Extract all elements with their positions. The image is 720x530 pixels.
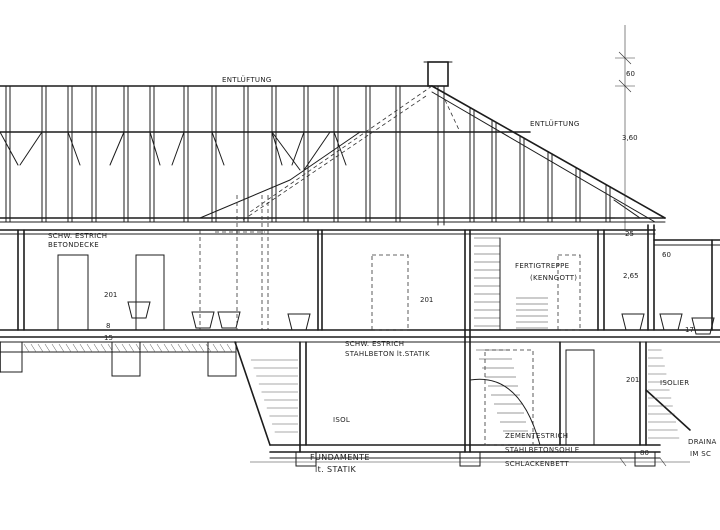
truss-brace bbox=[67, 131, 81, 166]
earth-hatch-stroke bbox=[86, 343, 93, 353]
earth-hatch-stroke bbox=[198, 343, 205, 353]
dim-265: 2,65 bbox=[623, 272, 639, 280]
drainage-label: DRAINA bbox=[688, 438, 717, 446]
earth-hatch-stroke bbox=[44, 343, 51, 353]
dim-201-left: 201 bbox=[104, 291, 117, 299]
earth-hatch-stroke bbox=[100, 343, 107, 353]
earth-hatch-stroke bbox=[121, 343, 128, 353]
earth-hatch-stroke bbox=[212, 343, 219, 353]
stair-curve bbox=[469, 378, 541, 446]
truss-brace bbox=[19, 131, 43, 166]
truss-brace bbox=[271, 131, 283, 166]
statik-label: lt. STATIK bbox=[315, 465, 356, 474]
earth-hatch-stroke bbox=[135, 343, 142, 353]
earth-hatch-stroke bbox=[191, 343, 198, 353]
earth-hatch-stroke bbox=[128, 343, 135, 353]
earth-hatch-stroke bbox=[65, 343, 72, 353]
radiator bbox=[217, 311, 241, 329]
earth-hatch-stroke bbox=[163, 343, 170, 353]
truss-brace bbox=[303, 131, 331, 171]
dim-60-right: 60 bbox=[662, 251, 671, 259]
dim-8: 8 bbox=[106, 322, 110, 330]
fertigtreppe-label: FERTIGTREPPE bbox=[515, 262, 569, 270]
dim-201-mid: 201 bbox=[420, 296, 433, 304]
vertical-dimension-line bbox=[615, 25, 635, 230]
earth-hatch-stroke bbox=[156, 343, 163, 353]
earth-hatch-stroke bbox=[226, 343, 233, 353]
drainage-sub-label: IM SC bbox=[690, 450, 711, 458]
dim-17: 17 bbox=[685, 326, 694, 334]
earth-hatch-stroke bbox=[58, 343, 65, 353]
dim-60-top: 60 bbox=[626, 70, 635, 78]
stahlbetonsohle-label: STAHLBETONSOHLE bbox=[505, 446, 579, 454]
upper-floor bbox=[0, 195, 720, 453]
roof-truss bbox=[0, 61, 666, 226]
earth-hatch-stroke bbox=[23, 343, 30, 353]
fundamente-label: FUNDAMENTE bbox=[310, 453, 370, 462]
earth-hatch-stroke bbox=[93, 343, 100, 353]
isol-left-label: ISOL bbox=[333, 416, 350, 424]
truss-brace bbox=[109, 131, 125, 166]
schlackenbett-label: SCHLACKENBETT bbox=[505, 460, 569, 468]
truss-brace bbox=[171, 131, 185, 166]
radiator bbox=[127, 301, 151, 319]
truss-brace bbox=[149, 131, 161, 166]
earth-hatch-stroke bbox=[184, 343, 191, 353]
truss-brace bbox=[289, 131, 361, 181]
zementestrich-label: ZEMENTESTRICH bbox=[505, 432, 568, 440]
dim-15: 15 bbox=[104, 334, 113, 342]
basement bbox=[0, 341, 691, 467]
earth-hatch-stroke bbox=[72, 343, 79, 353]
earth-hatch-stroke bbox=[142, 343, 149, 353]
entlueftung-right-label: ENTLÜFTUNG bbox=[530, 119, 580, 128]
footing bbox=[0, 341, 23, 373]
earth-hatch-stroke bbox=[170, 343, 177, 353]
radiator bbox=[191, 311, 215, 329]
truss-brace bbox=[211, 131, 225, 166]
truss-brace bbox=[0, 131, 19, 166]
radiator bbox=[621, 313, 645, 331]
earth-hatch-stroke bbox=[114, 343, 121, 353]
earth-hatch-stroke bbox=[205, 343, 212, 353]
earth-hatch-stroke bbox=[79, 343, 86, 353]
isolier-right-label: ISOLIER bbox=[660, 379, 689, 387]
truss-brace bbox=[199, 179, 291, 219]
earth-hatch-stroke bbox=[30, 343, 37, 353]
earth-hatch-stroke bbox=[177, 343, 184, 353]
entlueftung-top-label: ENTLÜFTUNG bbox=[222, 75, 272, 84]
schw-estrich-lower-label: SCHW. ESTRICH bbox=[345, 340, 404, 348]
dim-25: 25 bbox=[625, 230, 634, 238]
truss-brace bbox=[333, 131, 347, 166]
truss-brace bbox=[291, 131, 305, 166]
betondecke-label: BETONDECKE bbox=[48, 241, 99, 249]
earth-hatch-stroke bbox=[107, 343, 114, 353]
footing bbox=[111, 341, 141, 377]
earth-hatch-stroke bbox=[219, 343, 226, 353]
radiator bbox=[287, 313, 311, 331]
earth-hatch-stroke bbox=[37, 343, 44, 353]
tick bbox=[659, 457, 667, 467]
earth-hatch-stroke bbox=[149, 343, 156, 353]
footing bbox=[207, 341, 237, 377]
dim-201-base: 201 bbox=[626, 376, 639, 384]
tick bbox=[619, 457, 627, 467]
stahlbeton-label: STAHLBETON lt.STATIK bbox=[345, 350, 430, 358]
radiator bbox=[691, 317, 715, 335]
truss-brace bbox=[271, 131, 301, 171]
dim-360: 3,60 bbox=[622, 134, 638, 142]
radiator bbox=[659, 313, 683, 331]
kenngott-label: (KENNGOTT) bbox=[530, 274, 577, 282]
earth-hatch-stroke bbox=[51, 343, 58, 353]
dim-80: 80 bbox=[640, 449, 649, 457]
schw-estrich-upper-label: SCHW. ESTRICH bbox=[48, 232, 107, 240]
